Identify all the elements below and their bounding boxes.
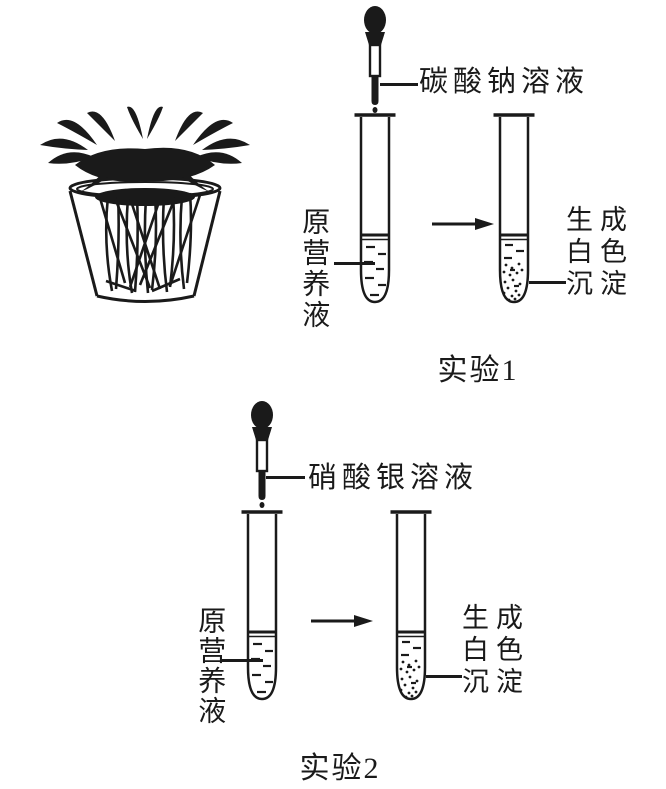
reagent-pointer-line [380,83,418,86]
reaction-arrow-icon [432,218,494,230]
precipitate-dots [502,262,524,302]
result-line: 沉淀 [462,667,530,697]
result-line: 沉淀 [566,269,634,299]
plant-foliage [40,106,250,193]
result-pointer-line [529,281,566,284]
reaction-arrow-icon [311,615,373,627]
result-line: 生成 [462,603,530,633]
result-label: 生成 白色 沉淀 [566,204,634,300]
tube-label-pointer-line [334,262,375,265]
precipitate-dots [399,659,421,699]
plant-roots [98,192,202,294]
experiment-1-caption: 实验1 [437,354,519,387]
tube-label-pointer-line [222,659,263,662]
test-tube-original-icon [354,113,396,304]
result-line: 白色 [462,635,530,665]
dropper-icon [364,6,386,113]
test-tube-original-icon [241,510,283,701]
reagent-label: 硝酸银溶液 [308,462,479,494]
result-pointer-line [426,675,462,678]
hydroponic-plant-icon [40,106,250,303]
result-line: 白色 [566,237,634,267]
original-nutrient-label: 原营养液 [194,606,226,726]
test-tube-precipitate-icon [390,510,432,701]
result-label: 生成 白色 沉淀 [462,602,530,698]
dropper-icon [251,401,273,508]
result-line: 生成 [566,205,634,235]
reagent-label: 碳酸钠溶液 [419,66,590,98]
reagent-pointer-line [266,476,305,479]
test-tube-precipitate-icon [493,113,535,304]
original-nutrient-label: 原营养液 [298,207,330,331]
experiment-2-caption: 实验2 [299,752,381,785]
